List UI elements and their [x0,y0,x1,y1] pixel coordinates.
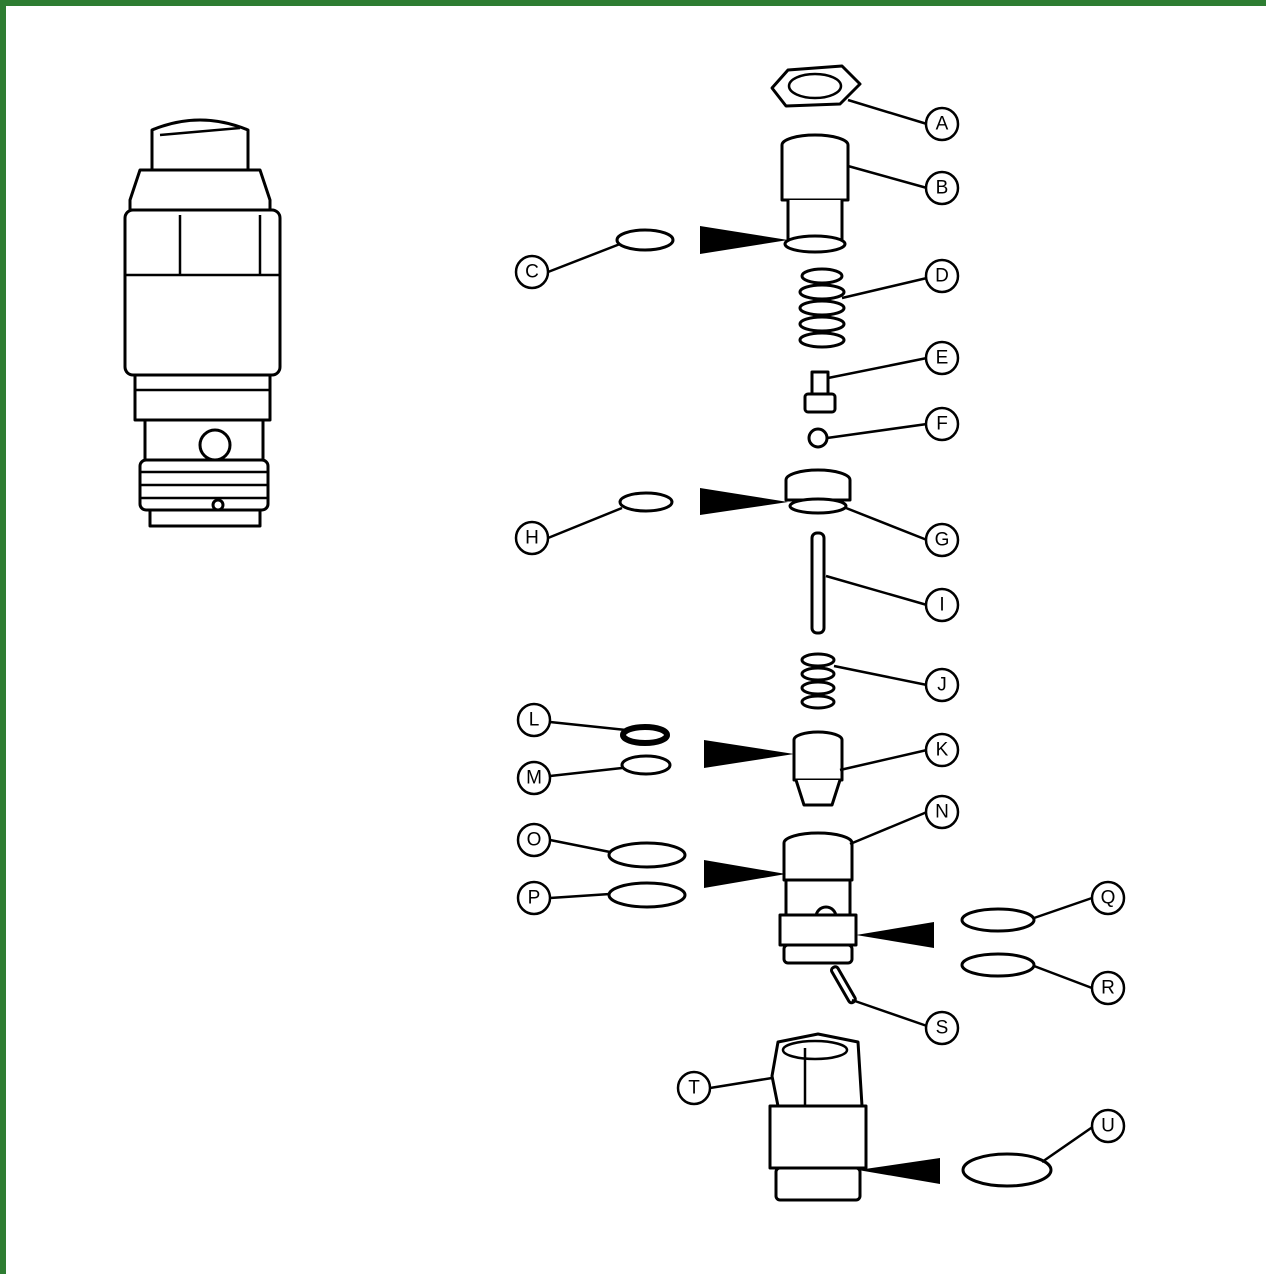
callout-letter: P [528,888,541,909]
callout-letter: N [935,802,949,823]
callout-b: B [924,170,960,206]
assembled-valve [123,118,282,528]
part-a-hex-nut [770,64,862,108]
part-p-o-ring [607,881,687,909]
callout-l: L [516,702,552,738]
callout-h: H [514,520,550,556]
callout-letter: E [936,348,949,369]
part-s-roll-pin [829,965,857,1005]
callout-j: J [924,667,960,703]
callout-letter: J [937,675,947,696]
callout-s: S [924,1010,960,1046]
callout-letter: S [936,1018,949,1039]
leader-lines [547,98,1095,1164]
callout-m: M [516,760,552,796]
part-d-spring [798,267,846,349]
callout-a: A [924,106,960,142]
callout-letter: K [936,740,949,761]
callout-d: D [924,258,960,294]
part-b-cap [780,133,850,254]
part-q-o-ring [960,907,1036,933]
callout-letter: T [688,1078,700,1099]
callout-c: C [514,254,550,290]
callout-letter: H [525,528,539,549]
callout-f: F [924,406,960,442]
part-i-pin [810,531,826,635]
callout-letter: D [935,266,949,287]
callout-letter: Q [1101,888,1116,909]
callout-q: Q [1090,880,1126,916]
callout-letter: G [935,530,950,551]
callout-o: O [516,822,552,858]
callout-letter: C [525,262,539,283]
callout-u: U [1090,1108,1126,1144]
part-h-o-ring [618,491,674,513]
callout-letter: U [1101,1116,1115,1137]
part-n-sleeve [778,831,858,965]
callout-letter: F [936,414,948,435]
callout-t: T [676,1070,712,1106]
part-j-spring [800,652,836,710]
callout-letter: R [1101,978,1115,999]
part-r-o-ring [960,952,1036,978]
callout-letter: M [526,768,542,789]
callout-e: E [924,340,960,376]
part-m-o-ring [620,754,672,776]
callout-i: I [924,587,960,623]
callout-letter: A [936,114,949,135]
callout-g: G [924,522,960,558]
pointer-arrows [700,226,940,1184]
part-c-o-ring [615,228,675,252]
callout-letter: L [529,710,540,731]
part-e-poppet [803,370,837,414]
part-u-o-ring [961,1152,1053,1188]
part-k-cone-poppet [792,730,844,807]
callout-letter: I [939,595,944,616]
part-f-ball [807,427,829,449]
callout-k: K [924,732,960,768]
callout-r: R [1090,970,1126,1006]
callout-letter: O [527,830,542,851]
callout-p: P [516,880,552,916]
part-o-o-ring [607,841,687,869]
callout-n: N [924,794,960,830]
part-l-backup-ring [620,724,670,746]
part-g-seat [784,468,852,515]
callout-letter: B [936,178,949,199]
part-t-body [768,1032,868,1202]
